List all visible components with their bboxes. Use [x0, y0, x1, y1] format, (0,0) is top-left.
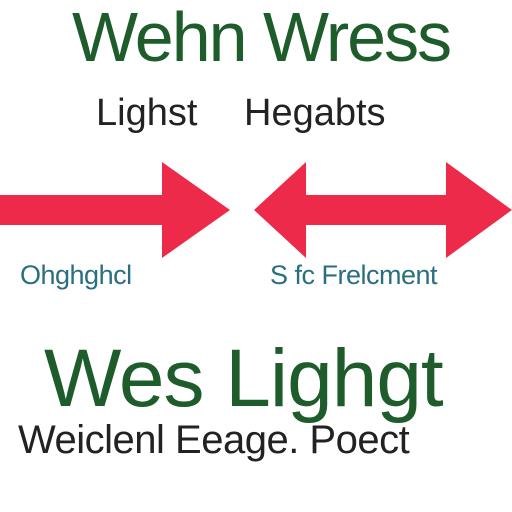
caption-left: Ohghghcl	[20, 260, 132, 290]
subheading-right: Hegabts	[244, 92, 386, 134]
bottom-heading: Wes Lighgt	[44, 333, 444, 424]
arrows-group	[0, 162, 512, 258]
footer-text: Weiclenl Eeage. Poect	[18, 418, 410, 462]
double-arrow-icon-right	[254, 162, 512, 258]
subheading-left: Lighst	[96, 92, 198, 134]
double-arrow-icon-left	[0, 162, 230, 258]
caption-right: S fc Frelcment	[270, 260, 438, 290]
top-heading: Wehn Wress	[72, 0, 452, 76]
